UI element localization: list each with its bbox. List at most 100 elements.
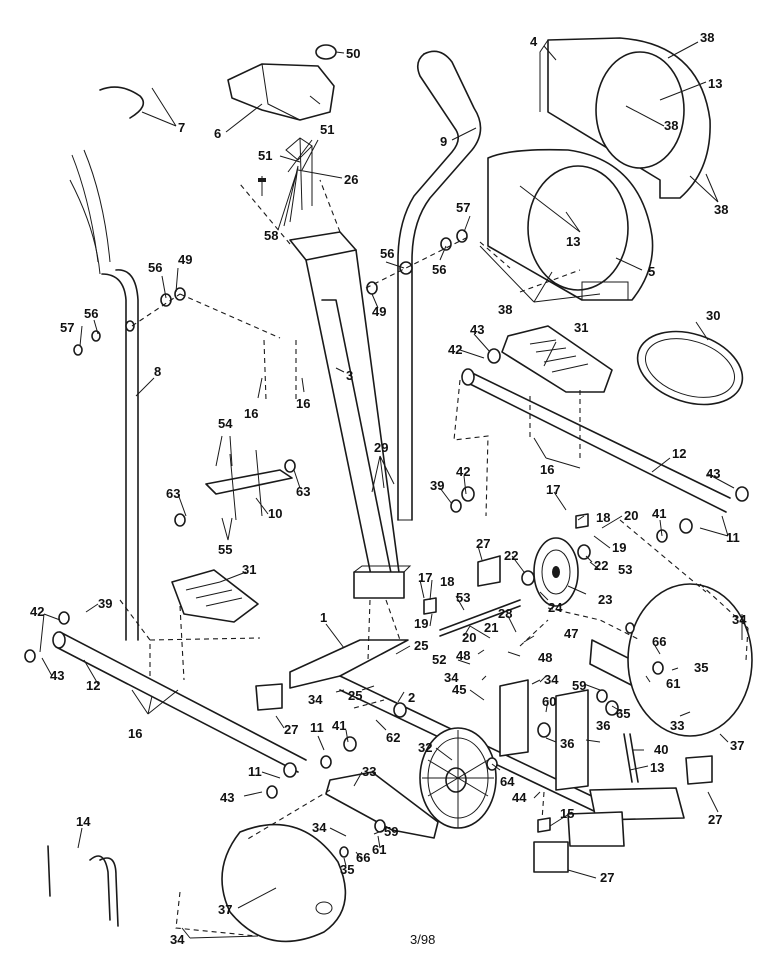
callout-48-b: 48 [538, 650, 552, 665]
callout-33-b: 33 [362, 764, 376, 779]
callout-43-a: 43 [470, 322, 484, 337]
callout-66-b: 66 [356, 850, 370, 865]
callout-18-b: 18 [440, 574, 454, 589]
callout-25-a: 25 [414, 638, 428, 653]
part-31-pedal-right [501, 325, 613, 393]
callout-58: 58 [264, 228, 278, 243]
callout-49-a: 49 [372, 304, 386, 319]
callout-40: 40 [654, 742, 668, 757]
callout-47: 47 [564, 626, 578, 641]
callout-49-b: 49 [178, 252, 192, 267]
callout-labels: 50 7 6 51 51 26 58 9 4 38 13 38 38 13 5 … [30, 30, 747, 947]
callout-51-a: 51 [320, 122, 334, 137]
callout-43-c: 43 [50, 668, 64, 683]
callout-34-e: 34 [312, 820, 327, 835]
callout-63-b: 63 [296, 484, 310, 499]
callout-18-a: 18 [596, 510, 610, 525]
part-21-axle [439, 599, 521, 637]
callout-13-a: 13 [708, 76, 722, 91]
callout-32: 32 [418, 740, 432, 755]
callout-63-a: 63 [166, 486, 180, 501]
callout-43-d: 43 [220, 790, 234, 805]
callout-16-b: 16 [296, 396, 310, 411]
callout-56-d: 56 [84, 306, 98, 321]
part-31-pedal-left [171, 569, 259, 623]
callout-53-a: 53 [618, 562, 632, 577]
part-36-rear-bracket [499, 679, 589, 791]
callout-35-b: 35 [340, 862, 354, 877]
callout-61-a: 61 [666, 676, 680, 691]
callout-16-c: 16 [540, 462, 554, 477]
callout-11-a: 11 [726, 530, 740, 545]
callout-16-d: 16 [128, 726, 142, 741]
part-27-end-caps [255, 555, 713, 873]
callout-66-a: 66 [652, 634, 666, 649]
callout-57-a: 57 [456, 200, 470, 215]
callout-38-b: 38 [664, 118, 678, 133]
callout-13-c: 13 [650, 760, 664, 775]
callout-28: 28 [498, 606, 512, 621]
callout-14: 14 [76, 814, 91, 829]
part-14-bracket [47, 845, 119, 927]
callout-9: 9 [440, 134, 447, 149]
callout-24: 24 [548, 600, 563, 615]
callout-13-b: 13 [566, 234, 580, 249]
callout-51-b: 51 [258, 148, 272, 163]
callout-19-b: 19 [414, 616, 428, 631]
part-12-pedal-arm-left [52, 631, 307, 773]
part-8-handlebar-tube [69, 179, 139, 641]
part-1-main-frame [289, 639, 685, 847]
part-10-cross-bracket [174, 449, 296, 527]
part-9-handlebar [397, 50, 482, 521]
callout-17-a: 17 [546, 482, 560, 497]
callout-56-a: 56 [432, 262, 446, 277]
part-40-rod [623, 733, 639, 783]
callout-11-b: 11 [310, 720, 324, 735]
callout-26: 26 [344, 172, 358, 187]
footer-date-code: 3/98 [410, 932, 435, 947]
callout-leader-lines [39, 41, 743, 939]
callout-54: 54 [218, 416, 233, 431]
callout-6: 6 [214, 126, 221, 141]
callout-21: 21 [484, 620, 498, 635]
callout-4: 4 [530, 34, 538, 49]
callout-22-b: 22 [594, 558, 608, 573]
part-37-side-cover-right [627, 583, 753, 737]
callout-31-a: 31 [574, 320, 588, 335]
callout-22-a: 22 [504, 548, 518, 563]
parts-illustration [24, 37, 753, 943]
callout-20-a: 20 [624, 508, 638, 523]
callout-25-b: 25 [348, 688, 362, 703]
fasteners [24, 229, 749, 858]
callout-31-b: 31 [242, 562, 256, 577]
callout-38-a: 38 [700, 30, 714, 45]
part-23-pulley [533, 537, 579, 607]
callout-62: 62 [386, 730, 400, 745]
callout-2: 2 [408, 690, 415, 705]
callout-10: 10 [268, 506, 282, 521]
part-7-handlebar-upper [71, 86, 145, 263]
callout-42-a: 42 [448, 342, 462, 357]
part-4-shroud-left [539, 37, 711, 199]
callout-5: 5 [648, 264, 655, 279]
callout-8: 8 [154, 364, 161, 379]
callout-34-b: 34 [444, 670, 459, 685]
callout-36-b: 36 [596, 718, 610, 733]
callout-34-d: 34 [308, 692, 323, 707]
callout-50: 50 [346, 46, 360, 61]
callout-36-a: 36 [560, 736, 574, 751]
callout-15: 15 [560, 806, 574, 821]
callout-38-c: 38 [714, 202, 728, 217]
callout-34-a: 34 [732, 612, 747, 627]
callout-56-c: 56 [148, 260, 162, 275]
callout-34-c: 34 [544, 672, 559, 687]
part-3-upright-mast [289, 231, 412, 599]
callout-27-a: 27 [476, 536, 490, 551]
callout-38-d: 38 [498, 302, 512, 317]
callout-1: 1 [320, 610, 327, 625]
callout-12-a: 12 [672, 446, 686, 461]
callout-44: 44 [512, 790, 527, 805]
part-12-pedal-arm-right [461, 368, 731, 513]
callout-61-b: 61 [372, 842, 386, 857]
callout-20-b: 20 [462, 630, 476, 645]
